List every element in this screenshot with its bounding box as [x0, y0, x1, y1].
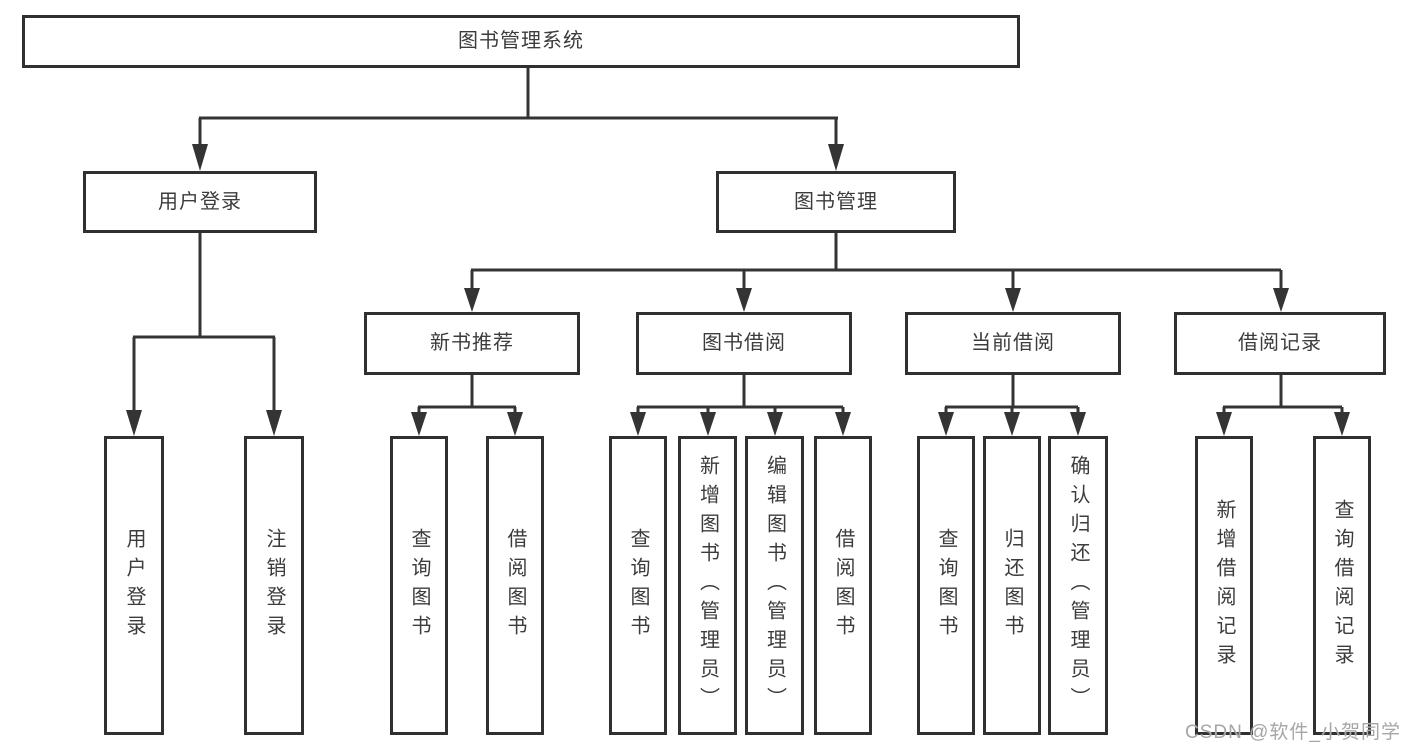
- leaf-user-login: 用户登录: [104, 436, 164, 735]
- watermark-text: CSDN @软件_小贺同学: [1185, 722, 1401, 743]
- leaf-query-books-borrow: 查询图书: [609, 436, 667, 735]
- node-book-management: 图书管理: [716, 171, 956, 233]
- node-user-login: 用户登录: [83, 171, 317, 233]
- leaf-add-borrow-record: 新增借阅记录: [1195, 436, 1253, 735]
- leaf-borrow-books: 借阅图书: [814, 436, 872, 735]
- leaf-add-book-admin: 新增图书（管理员）: [678, 436, 737, 735]
- node-current-borrowing: 当前借阅: [905, 312, 1121, 375]
- node-borrowing-records: 借阅记录: [1174, 312, 1386, 375]
- leaf-query-books-recommend: 查询图书: [390, 436, 448, 735]
- leaf-return-books: 归还图书: [983, 436, 1041, 735]
- leaf-logout: 注销登录: [244, 436, 304, 735]
- leaf-query-books-current: 查询图书: [917, 436, 975, 735]
- leaf-borrow-books-recommend: 借阅图书: [486, 436, 544, 735]
- leaf-query-borrow-record: 查询借阅记录: [1313, 436, 1371, 735]
- node-new-book-recommendation: 新书推荐: [364, 312, 580, 375]
- leaf-edit-book-admin: 编辑图书（管理员）: [745, 436, 804, 735]
- node-book-borrowing: 图书借阅: [636, 312, 852, 375]
- leaf-confirm-return-admin: 确认归还（管理员）: [1048, 436, 1108, 735]
- node-library-management-system: 图书管理系统: [22, 15, 1020, 68]
